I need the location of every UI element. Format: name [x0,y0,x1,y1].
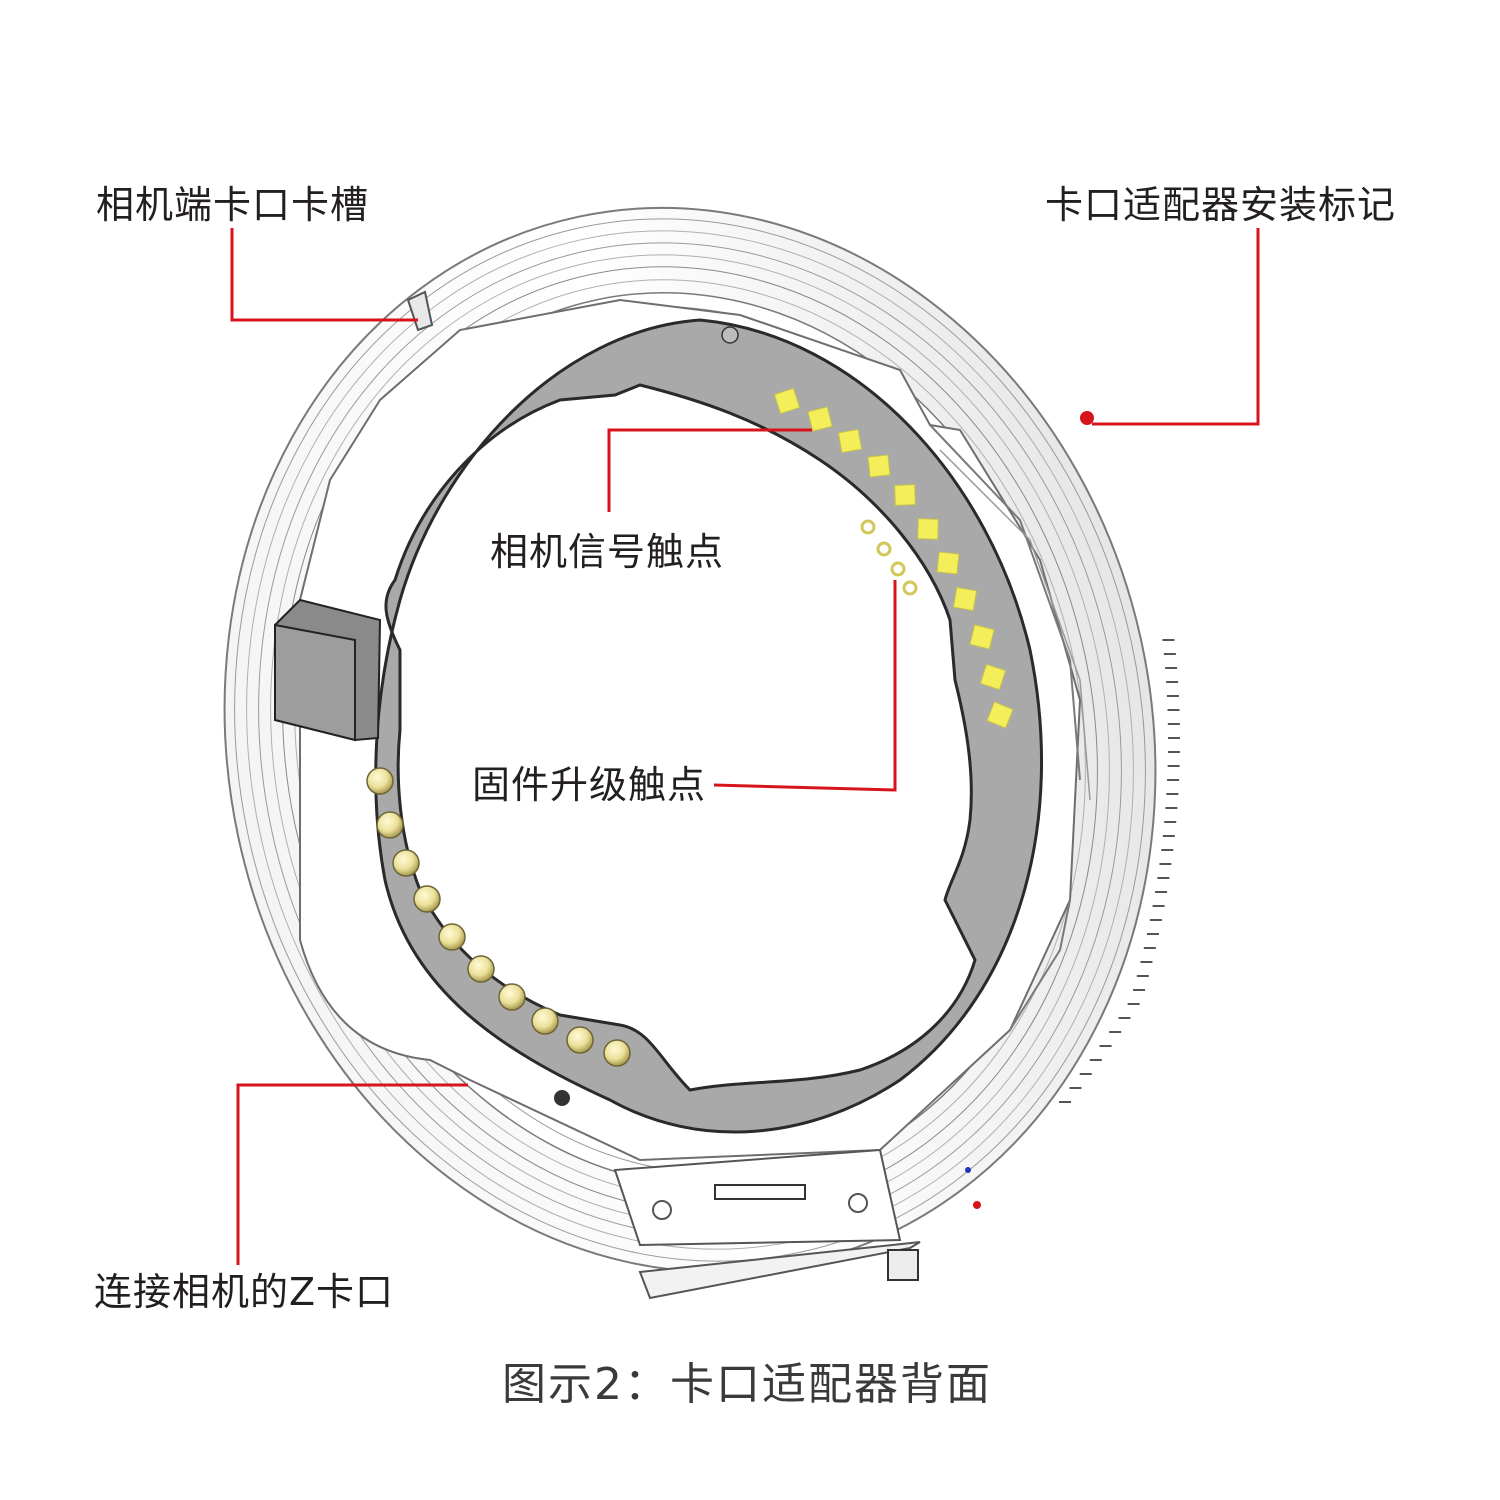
firmware-contact [876,541,892,557]
signal-contact [867,454,891,478]
firmware-contact [860,519,876,535]
label-signal-contacts: 相机信号触点 [490,530,725,574]
signal-contact [986,701,1014,729]
firmware-contact [890,561,906,577]
lock-block [274,598,382,742]
label-camera-slot: 相机端卡口卡槽 [96,183,370,227]
lens-pin [467,955,495,983]
lens-pin [413,885,441,913]
lens-pin [566,1026,594,1054]
signal-contact [936,551,960,575]
leader-camera-slot [230,228,418,322]
label-install-mark: 卡口适配器安装标记 [1045,183,1397,227]
leader-firmware-contacts [713,580,897,792]
lens-pin [603,1039,631,1067]
signal-contact [894,484,916,506]
ring-screw-top [721,326,739,344]
lens-pin [392,849,420,877]
firmware-contacts [860,519,918,596]
lens-side-pins [366,767,631,1067]
leader-install-mark [1092,228,1260,426]
grip-teeth [1059,639,1180,1103]
signal-contact [979,663,1007,691]
label-firmware-contacts: 固件升级触点 [472,763,707,807]
signal-contact [952,586,978,612]
signal-contact [837,428,863,454]
signal-contact [917,518,939,540]
firmware-contact [902,580,918,596]
label-z-mount: 连接相机的Z卡口 [94,1270,395,1314]
lens-pin [376,811,404,839]
red-dot-bottom [973,1201,981,1209]
contact-plate [374,318,1044,1134]
lens-pin [498,983,526,1011]
lens-pin [531,1007,559,1035]
signal-contact [969,624,995,650]
leader-z-mount [236,1083,468,1265]
lens-pin [438,923,466,951]
install-mark-dot [1080,411,1094,425]
camera-signal-contacts [773,387,1014,729]
release-latch [613,1148,921,1300]
signal-contact [807,406,833,432]
lens-pin [366,767,394,795]
figure-caption: 图示2：卡口适配器背面 [502,1359,992,1410]
leader-signal-contacts [607,428,812,512]
signal-contact [773,387,801,415]
plate-hole [554,1090,570,1106]
leader-lines [230,228,1260,1265]
blue-dot-bottom [965,1167,971,1173]
